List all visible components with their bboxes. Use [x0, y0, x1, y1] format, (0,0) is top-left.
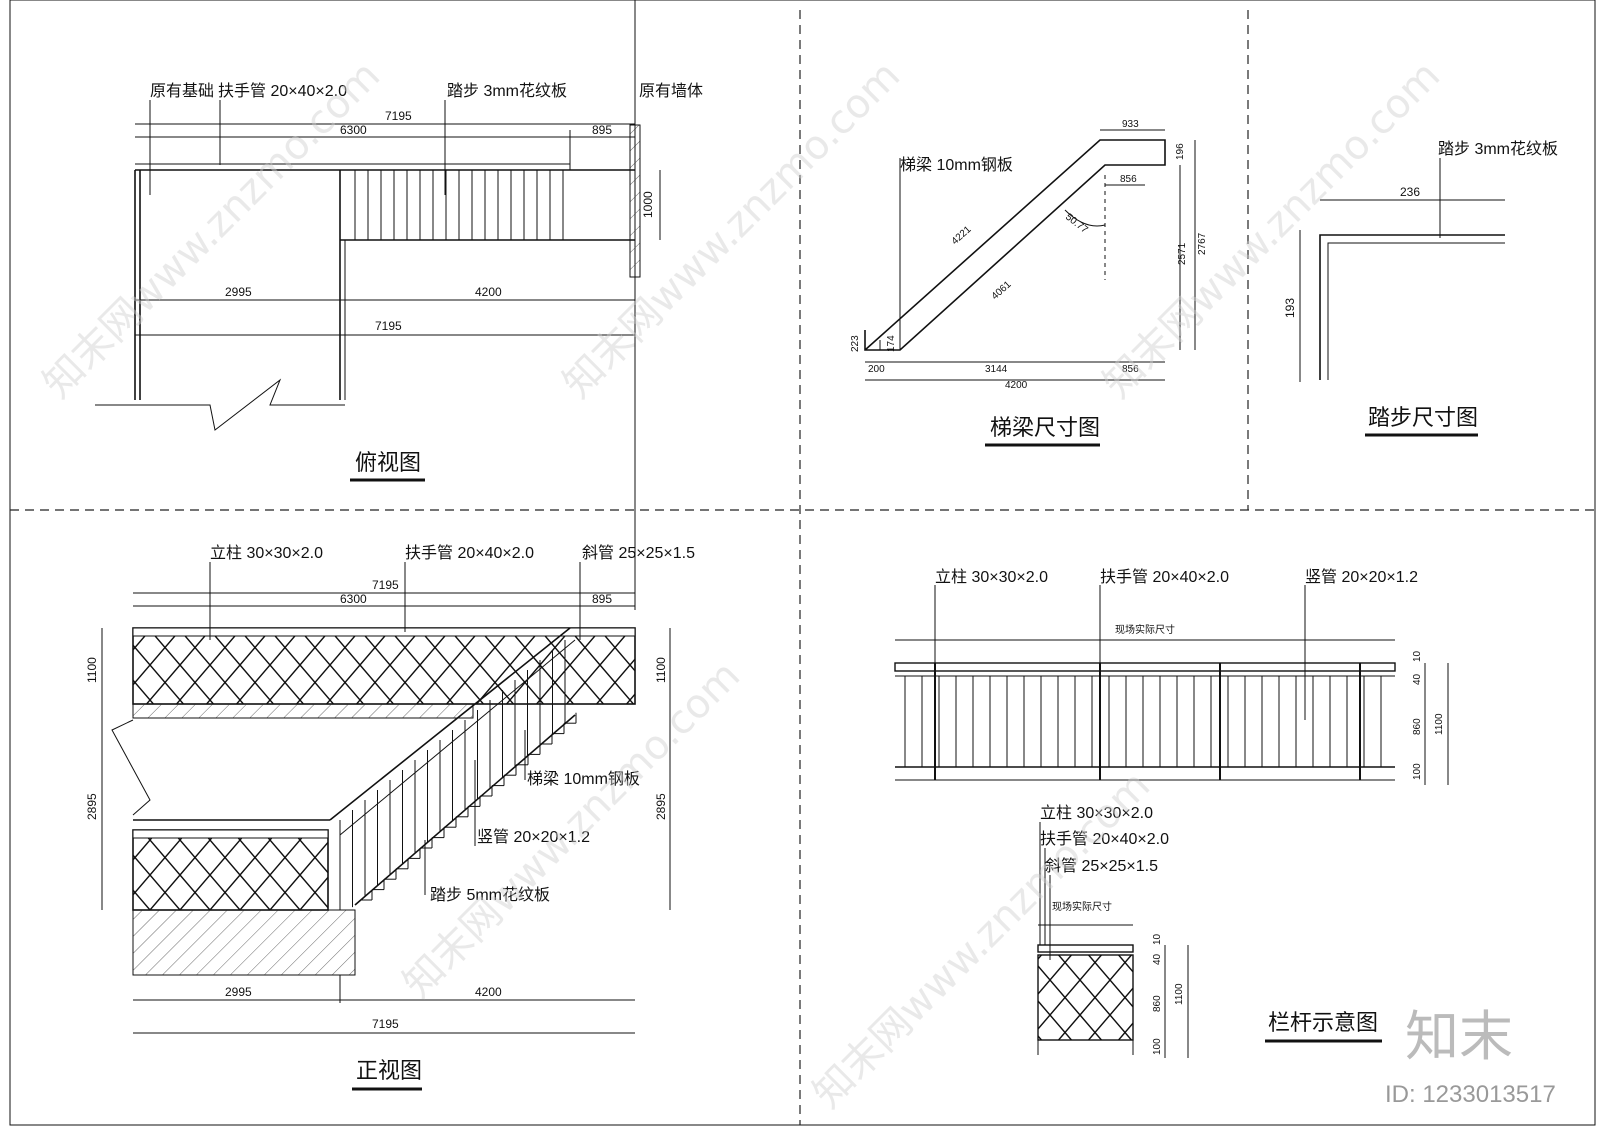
beam-view-title: 梯梁尺寸图: [990, 415, 1100, 440]
step-label: 踏步 3mm花纹板: [1438, 140, 1558, 158]
railing-label-field2: 现场实际尺寸: [1052, 900, 1112, 913]
railing-dim-860: 860: [1412, 718, 1423, 735]
beam-dim-small: 174: [886, 335, 897, 352]
front-dim-h-left: 1100: [85, 657, 99, 683]
step-dim-height: 193: [1283, 298, 1297, 318]
front-label-diag: 斜管 25×25×1.5: [582, 544, 695, 562]
top-dim-overall-bottom: 7195: [375, 319, 402, 333]
top-dim-overall: 7195: [385, 109, 412, 123]
railing-dim-100: 100: [1412, 763, 1423, 780]
front-view-steps: [360, 712, 577, 901]
top-label-tread: 踏步 3mm花纹板: [447, 82, 567, 100]
beam-dim-top-h: 196: [1175, 143, 1186, 160]
railing-label-diag2: 斜管 25×25×1.5: [1045, 857, 1158, 875]
front-dim-h-right: 1100: [654, 657, 668, 683]
railing-dim-10: 10: [1412, 650, 1423, 662]
railing-dim-40: 40: [1412, 673, 1423, 685]
beam-dim-angle: 50.77: [1063, 212, 1090, 236]
top-dim-bottom-b: 4200: [475, 285, 502, 299]
top-label-foundation: 原有基础: [150, 82, 214, 100]
beam-dim-base-c: 856: [1122, 364, 1139, 375]
front-dim-span-a: 6300: [340, 592, 367, 606]
railing-label-handrail: 扶手管 20×40×2.0: [1100, 568, 1229, 586]
front-dim-bottom-b: 4200: [475, 985, 502, 999]
front-dim-mid-left: 2895: [85, 793, 99, 820]
step-dim-width: 236: [1400, 185, 1420, 199]
front-view-stair-posts: [339, 640, 566, 910]
railing-label-handrail2: 扶手管 20×40×2.0: [1040, 830, 1169, 848]
beam-dim-upper-len: 4221: [950, 224, 974, 247]
front-label-handrail: 扶手管 20×40×2.0: [405, 544, 534, 562]
railing-view-title: 栏杆示意图: [1268, 1010, 1378, 1035]
railing-small-dim-40: 40: [1152, 953, 1163, 965]
watermark-text: 知末网www.znzmo.com: [805, 763, 1160, 1118]
front-dim-overall-bottom: 7195: [372, 1017, 399, 1031]
beam-dim-bottom-h: 223: [850, 335, 861, 352]
railing-label-vertical: 竖管 20×20×1.2: [1305, 568, 1418, 586]
top-dim-span-b: 895: [592, 123, 612, 137]
beam-dim-rise-total: 2767: [1197, 232, 1208, 255]
top-dim-span-a: 6300: [340, 123, 367, 137]
front-label-vertical: 竖管 20×20×1.2: [477, 828, 590, 846]
railing-small-dim-10: 10: [1152, 933, 1163, 945]
front-view-title: 正视图: [356, 1058, 422, 1083]
front-label-beam: 梯梁 10mm钢板: [527, 770, 640, 788]
beam-dim-base-total: 4200: [1005, 380, 1028, 391]
beam-dim-rise-inner: 2571: [1177, 242, 1188, 265]
top-view-treads: [354, 170, 564, 240]
railing-small-dim-100: 100: [1152, 1038, 1163, 1055]
watermark-text: 知末网www.znzmo.com: [35, 53, 390, 408]
railing-label-post2: 立柱 30×30×2.0: [1040, 804, 1153, 822]
front-dim-mid-right: 2895: [654, 793, 668, 820]
watermark-id: ID: 1233013517: [1385, 1081, 1556, 1108]
front-label-post: 立柱 30×30×2.0: [210, 544, 323, 562]
beam-view: 933 196 856 50.77 4221 4061 2571 2767 22…: [850, 119, 1208, 447]
beam-label: 梯梁 10mm钢板: [900, 156, 1013, 174]
front-dim-span-b: 895: [592, 592, 612, 606]
beam-dim-inner-top: 856: [1120, 174, 1137, 185]
top-dim-width: 1000: [641, 191, 655, 218]
railing-vertical-bars: [904, 663, 1382, 780]
watermark-logo: 知末: [1405, 1007, 1513, 1067]
front-view: 7195 6300 895 1100 1100 2895 2895 2995 4…: [85, 544, 695, 1091]
railing-small-dim-1100: 1100: [1174, 983, 1185, 1005]
railing-label-field: 现场实际尺寸: [1115, 623, 1175, 636]
railing-label-post: 立柱 30×30×2.0: [935, 568, 1048, 586]
top-label-handrail: 扶手管 20×40×2.0: [218, 82, 347, 100]
top-dim-bottom-a: 2995: [225, 285, 252, 299]
beam-dim-base-a: 200: [868, 364, 885, 375]
watermark-text: 知末网www.znzmo.com: [1095, 53, 1450, 408]
top-view: 7195 6300 895 1000 2995 4200 7195 原有基础 扶…: [95, 82, 703, 482]
front-label-tread: 踏步 5mm花纹板: [430, 886, 550, 904]
beam-dim-top-run: 933: [1122, 119, 1139, 130]
step-view-title: 踏步尺寸图: [1368, 405, 1478, 430]
step-view: 236 193 踏步 3mm花纹板 踏步尺寸图: [1283, 140, 1558, 437]
front-dim-overall: 7195: [372, 578, 399, 592]
beam-dim-lower-len: 4061: [990, 279, 1014, 302]
top-label-wall: 原有墙体: [639, 82, 703, 100]
beam-dim-base-b: 3144: [985, 364, 1008, 375]
front-dim-bottom-a: 2995: [225, 985, 252, 999]
railing-dim-1100: 1100: [1434, 713, 1445, 735]
watermark-text: 知末网www.znzmo.com: [555, 53, 910, 408]
top-view-title: 俯视图: [355, 450, 421, 475]
railing-small-dim-860: 860: [1152, 995, 1163, 1012]
railing-view: 10 40 860 1100 100 10 40 860 1100 100 立柱…: [894, 568, 1449, 1058]
